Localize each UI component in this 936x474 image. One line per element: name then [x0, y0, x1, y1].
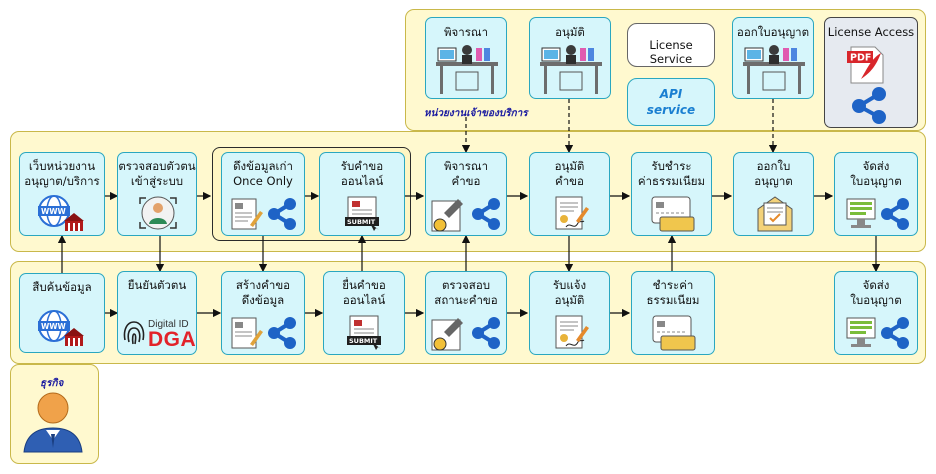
license-service-label: License Service [649, 38, 693, 66]
agency-website-box[interactable]: เว็บหน่วยงาน อนุญาต/บริการ WWW [19, 152, 105, 236]
submit-online-label-2: ออนไลน์ [342, 293, 386, 307]
globe-building-icon: WWW [38, 310, 84, 346]
digital-id-text: Digital ID [148, 319, 189, 330]
credit-card-icon [651, 196, 695, 232]
pull-data-label-1: ดึงข้อมูลเก่า [233, 159, 293, 173]
submit-online-label-1: ยื่นคำขอ [342, 278, 386, 292]
officer-desk-icon [540, 45, 602, 94]
search-info-box[interactable]: สืบค้นข้อมูล WWW [19, 273, 105, 353]
agency-lane-label: หน่วยงานเจ้าของบริการ [424, 108, 528, 119]
license-access-label: License Access [827, 25, 915, 39]
monitor-share-icon [846, 198, 909, 230]
approve-request-label-2: คำขอ [555, 174, 584, 188]
pull-data-box[interactable]: ดึงข้อมูลเก่า Once Only [221, 152, 305, 236]
receive-fee-label-1: รับชำระ [651, 159, 692, 173]
fingerprint-icon [123, 321, 145, 345]
create-request-box[interactable]: สร้างคำขอ ดึงข้อมูล [221, 271, 305, 355]
www-text: WWW [41, 207, 67, 216]
receive-online-box[interactable]: รับคำขอ ออนไลน์ SUBMIT [319, 152, 405, 236]
business-lane-label: ธุรกิจ [40, 378, 64, 389]
globe-building-icon: WWW [38, 195, 84, 231]
consider-request-label-1: พิจารณา [443, 159, 489, 173]
search-info-label: สืบค้นข้อมูล [32, 280, 92, 294]
receive-license-label-1: จัดส่ง [862, 278, 890, 292]
form-share-icon [231, 198, 296, 230]
top-consider-box[interactable]: พิจารณา [425, 17, 507, 99]
confirm-identity-label: ยืนยันตัวตน [127, 278, 187, 292]
api-service-label: service [646, 103, 696, 117]
create-request-label-2: ดึงข้อมูล [241, 293, 285, 307]
issue-license-label-2: อนุญาต [754, 174, 793, 188]
monitor-share-icon [846, 317, 909, 349]
send-license-box[interactable]: จัดส่ง ใบอนุญาต [834, 152, 918, 236]
top-consider-label: พิจารณา [443, 25, 489, 39]
license-service-box[interactable]: License Service [627, 23, 715, 67]
license-document-icon [757, 196, 793, 232]
submit-form-icon: SUBMIT [345, 196, 379, 231]
notify-approval-label-1: รับแจ้ง [552, 278, 587, 292]
approve-request-label-1: อนุมัติ [554, 159, 585, 173]
receive-fee-box[interactable]: รับชำระ ค่าธรรมเนียม [631, 152, 712, 236]
contract-sign-icon [555, 315, 589, 349]
contract-sign-icon [555, 196, 589, 230]
confirm-identity-box[interactable]: ยืนยันตัวตน Digital ID DGA [117, 271, 197, 355]
stamp-share-icon [431, 317, 500, 351]
check-status-label-1: ตรวจสอบ [441, 278, 491, 292]
form-share-icon [231, 317, 296, 349]
share-icon [852, 87, 886, 124]
user-scan-icon [139, 196, 177, 230]
pdf-text: PDF [850, 53, 871, 64]
issue-license-label-1: ออกใบ [756, 159, 791, 173]
verify-identity-label-2: เข้าสู่ระบบ [130, 174, 184, 188]
check-status-box[interactable]: ตรวจสอบ สถานะคำขอ [425, 271, 507, 355]
receive-license-box[interactable]: จัดส่ง ใบอนุญาต [834, 271, 918, 355]
verify-identity-label-1: ตรวจสอบตัวตน [118, 159, 196, 173]
pay-fee-label-1: ชำระค่า [652, 278, 694, 292]
stamp-share-icon [431, 198, 500, 232]
pull-data-label-2: Once Only [233, 174, 293, 188]
top-approve-label: อนุมัติ [555, 25, 585, 39]
top-issue-label: ออกใบอนุญาต [736, 25, 810, 39]
submit-online-box[interactable]: ยื่นคำขอ ออนไลน์ SUBMIT [323, 271, 405, 355]
credit-card-icon [652, 315, 696, 351]
consider-request-label-2: คำขอ [451, 174, 481, 188]
create-request-label-1: สร้างคำขอ [235, 278, 291, 292]
submit-badge: SUBMIT [349, 337, 378, 345]
officer-desk-icon [436, 45, 498, 94]
api-label: API [659, 87, 683, 101]
pay-fee-label-2: ธรรมเนียม [646, 293, 700, 307]
submit-form-icon: SUBMIT [347, 315, 381, 350]
verify-identity-box[interactable]: ตรวจสอบตัวตน เข้าสู่ระบบ [117, 152, 197, 236]
issue-license-box[interactable]: ออกใบ อนุญาต [733, 152, 814, 236]
receive-online-label-2: ออนไลน์ [340, 174, 384, 188]
dga-logo-text: DGA [148, 328, 197, 351]
officer-desk-icon [743, 45, 805, 94]
notify-approval-box[interactable]: รับแจ้ง อนุมัติ [529, 271, 610, 355]
consider-request-box[interactable]: พิจารณา คำขอ [425, 152, 507, 236]
www-text: WWW [41, 322, 67, 331]
notify-approval-label-2: อนุมัติ [554, 293, 585, 307]
agency-website-label-2: อนุญาต/บริการ [24, 174, 100, 188]
api-service-box[interactable]: API service [627, 78, 715, 126]
send-license-label-1: จัดส่ง [862, 159, 890, 173]
pay-fee-box[interactable]: ชำระค่า ธรรมเนียม [631, 271, 715, 355]
license-access-box[interactable]: License Access PDF [824, 17, 918, 128]
check-status-label-2: สถานะคำขอ [434, 293, 498, 307]
receive-license-label-2: ใบอนุญาต [850, 293, 902, 307]
top-approve-box[interactable]: อนุมัติ [529, 17, 611, 99]
submit-badge: SUBMIT [347, 218, 376, 226]
agency-website-label-1: เว็บหน่วยงาน [28, 159, 96, 173]
receive-online-label-1: รับคำขอ [340, 159, 384, 173]
business-user-icon[interactable] [20, 388, 86, 454]
send-license-label-2: ใบอนุญาต [850, 174, 902, 188]
approve-request-box[interactable]: อนุมัติ คำขอ [529, 152, 610, 236]
pdf-icon: PDF [847, 46, 884, 84]
receive-fee-label-2: ค่าธรรมเนียม [637, 174, 706, 188]
top-issue-box[interactable]: ออกใบอนุญาต [732, 17, 814, 99]
